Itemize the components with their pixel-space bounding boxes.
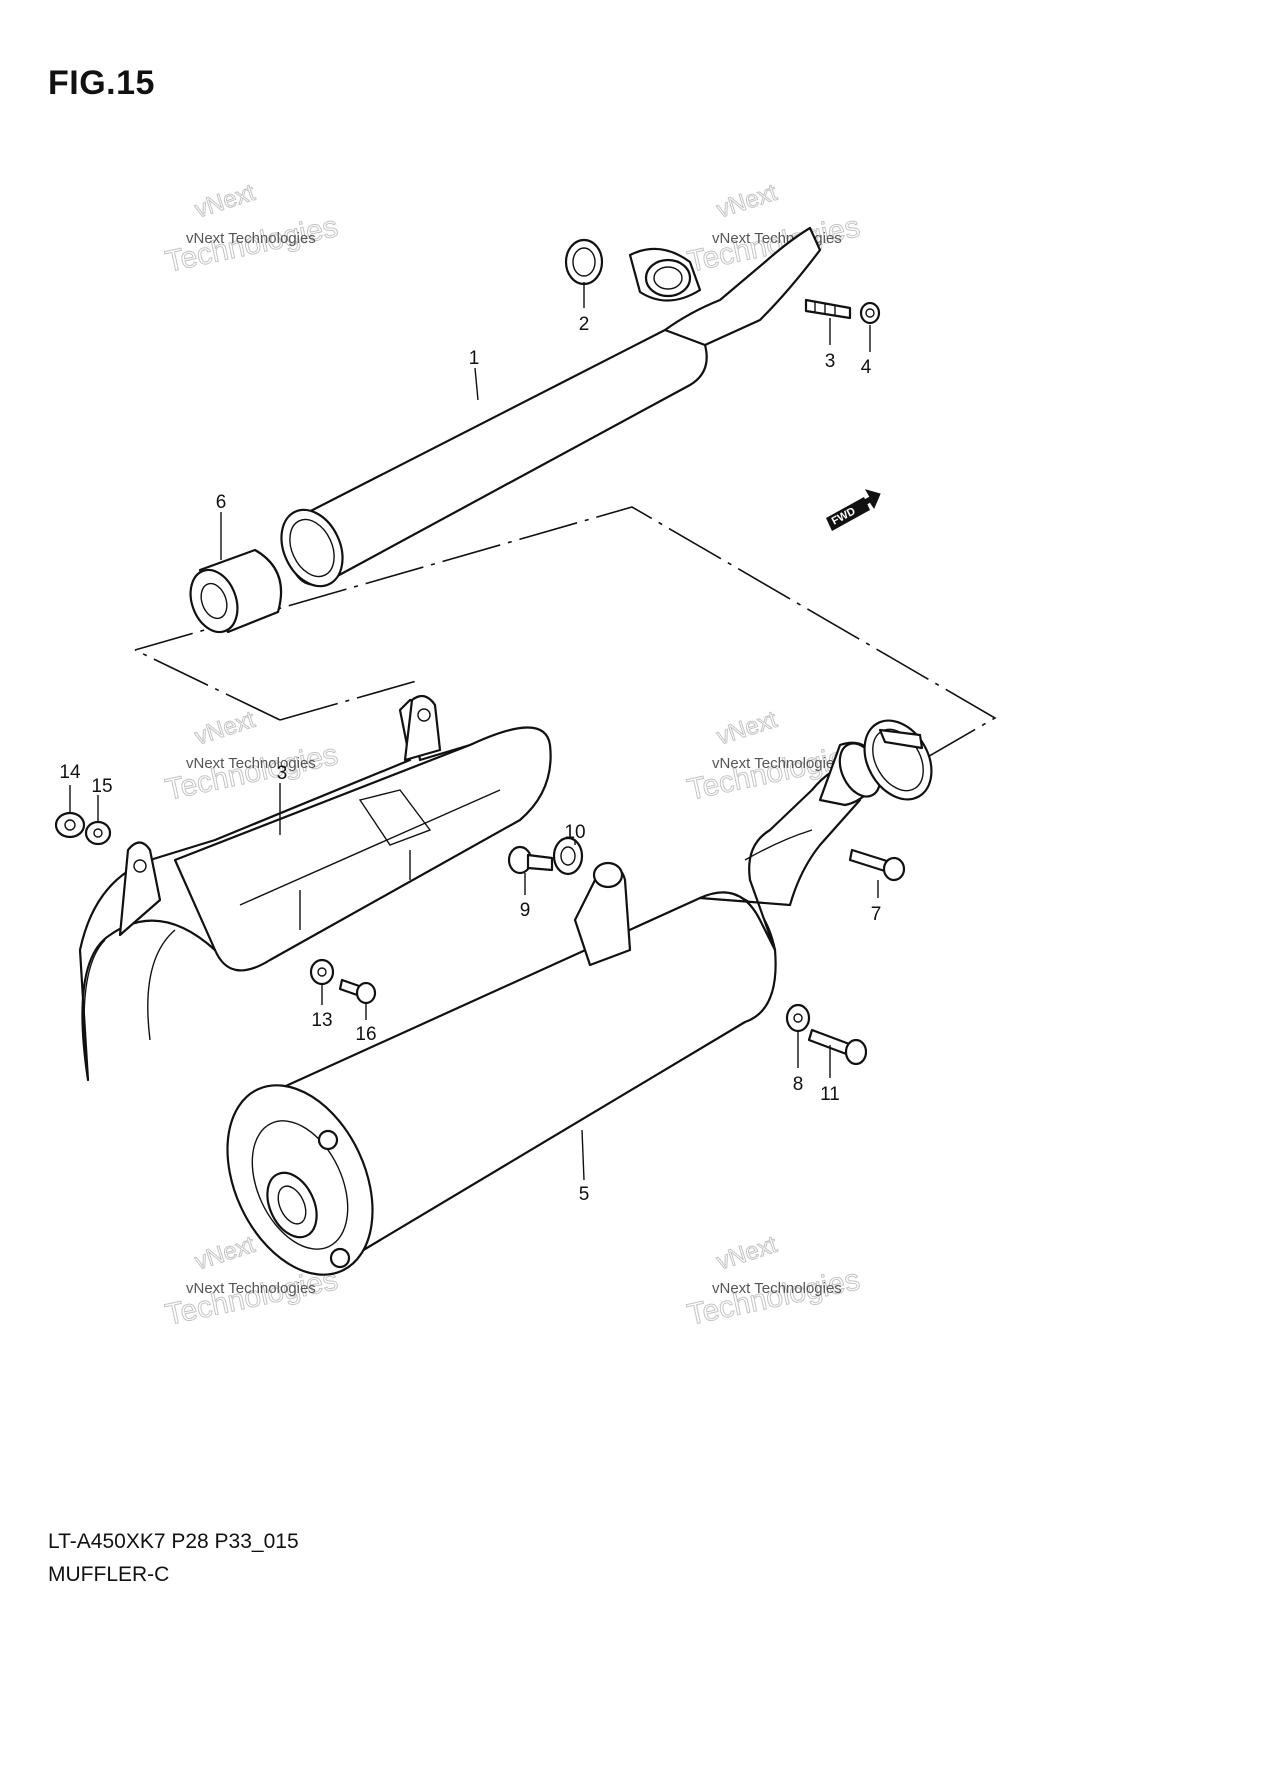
svg-text:vNext Technologies: vNext Technologies [712, 230, 842, 247]
diagram-caption: MUFFLER-C [48, 1563, 170, 1586]
callout-16: 16 [355, 1024, 376, 1045]
svg-text:vNext: vNext [714, 1231, 781, 1276]
washer-heatshield-part [309, 958, 335, 986]
callout-3: 3 [825, 351, 836, 372]
heatshield-bolt-part [338, 978, 377, 1005]
callout-heat-shield-partial: 3 [277, 763, 288, 784]
callout-6: 6 [216, 492, 227, 513]
watermark-bottom-right: vNext Technologies vNext Technologies [684, 1230, 863, 1332]
heat-shield-part [78, 694, 552, 1082]
callout-8: 8 [793, 1074, 804, 1095]
callout-13: 13 [311, 1010, 332, 1031]
model-code: LT-A450XK7 P28 P33_015 [48, 1530, 299, 1553]
svg-text:vNext: vNext [714, 706, 781, 751]
svg-text:vNext Technologies: vNext Technologies [186, 755, 316, 772]
nut-part [859, 301, 881, 325]
pipe-clamp-part [863, 719, 933, 801]
callout-15: 15 [91, 776, 112, 797]
collar-bolt-part [507, 845, 554, 875]
svg-text:vNext: vNext [714, 179, 781, 224]
svg-text:vNext: vNext [192, 706, 259, 751]
callout-14: 14 [59, 762, 81, 783]
exhaust-pipe-part [280, 226, 822, 588]
svg-text:vNext: vNext [192, 1231, 259, 1276]
washer-upper-part [84, 820, 112, 846]
figure-title: FIG.15 [48, 64, 155, 102]
leader-lines [69, 282, 879, 1181]
sleeve-part [189, 548, 283, 634]
svg-text:Technologies: Technologies [685, 1263, 863, 1332]
callout-2: 2 [579, 314, 590, 335]
assembly-dash-link [279, 679, 421, 721]
grommet-part [552, 836, 584, 876]
callout-5: 5 [579, 1184, 590, 1205]
washer-lower-part [785, 1003, 811, 1033]
callout-1: 1 [469, 348, 480, 369]
mount-bolt-lower-part [807, 1028, 868, 1066]
callout-9: 9 [520, 900, 531, 921]
svg-text:vNext Technologies: vNext Technologies [186, 1280, 316, 1297]
callout-7: 7 [871, 904, 882, 925]
flange-nut-part [54, 811, 86, 839]
clamp-bolt-part [848, 848, 906, 882]
forward-direction-arrow: FWD [826, 489, 881, 531]
callout-11: 11 [820, 1084, 840, 1105]
svg-text:vNext: vNext [192, 179, 259, 224]
muffler-part [226, 741, 882, 1276]
callout-4: 4 [861, 357, 872, 378]
watermark-mid-left: vNext Technologies vNext Technologies [162, 705, 341, 807]
svg-text:Technologies: Technologies [163, 738, 341, 807]
watermark-top-left: vNext Technologies vNext Technologies [162, 178, 341, 279]
callout-10: 10 [564, 822, 585, 843]
svg-text:vNext Technologies: vNext Technologies [712, 755, 842, 772]
svg-text:vNext Technologies: vNext Technologies [186, 230, 316, 247]
assembly-dash-outline [134, 506, 997, 771]
stud-bolt-part [804, 298, 852, 320]
gasket-part [564, 238, 604, 286]
svg-text:vNext Technologies: vNext Technologies [712, 1280, 842, 1297]
